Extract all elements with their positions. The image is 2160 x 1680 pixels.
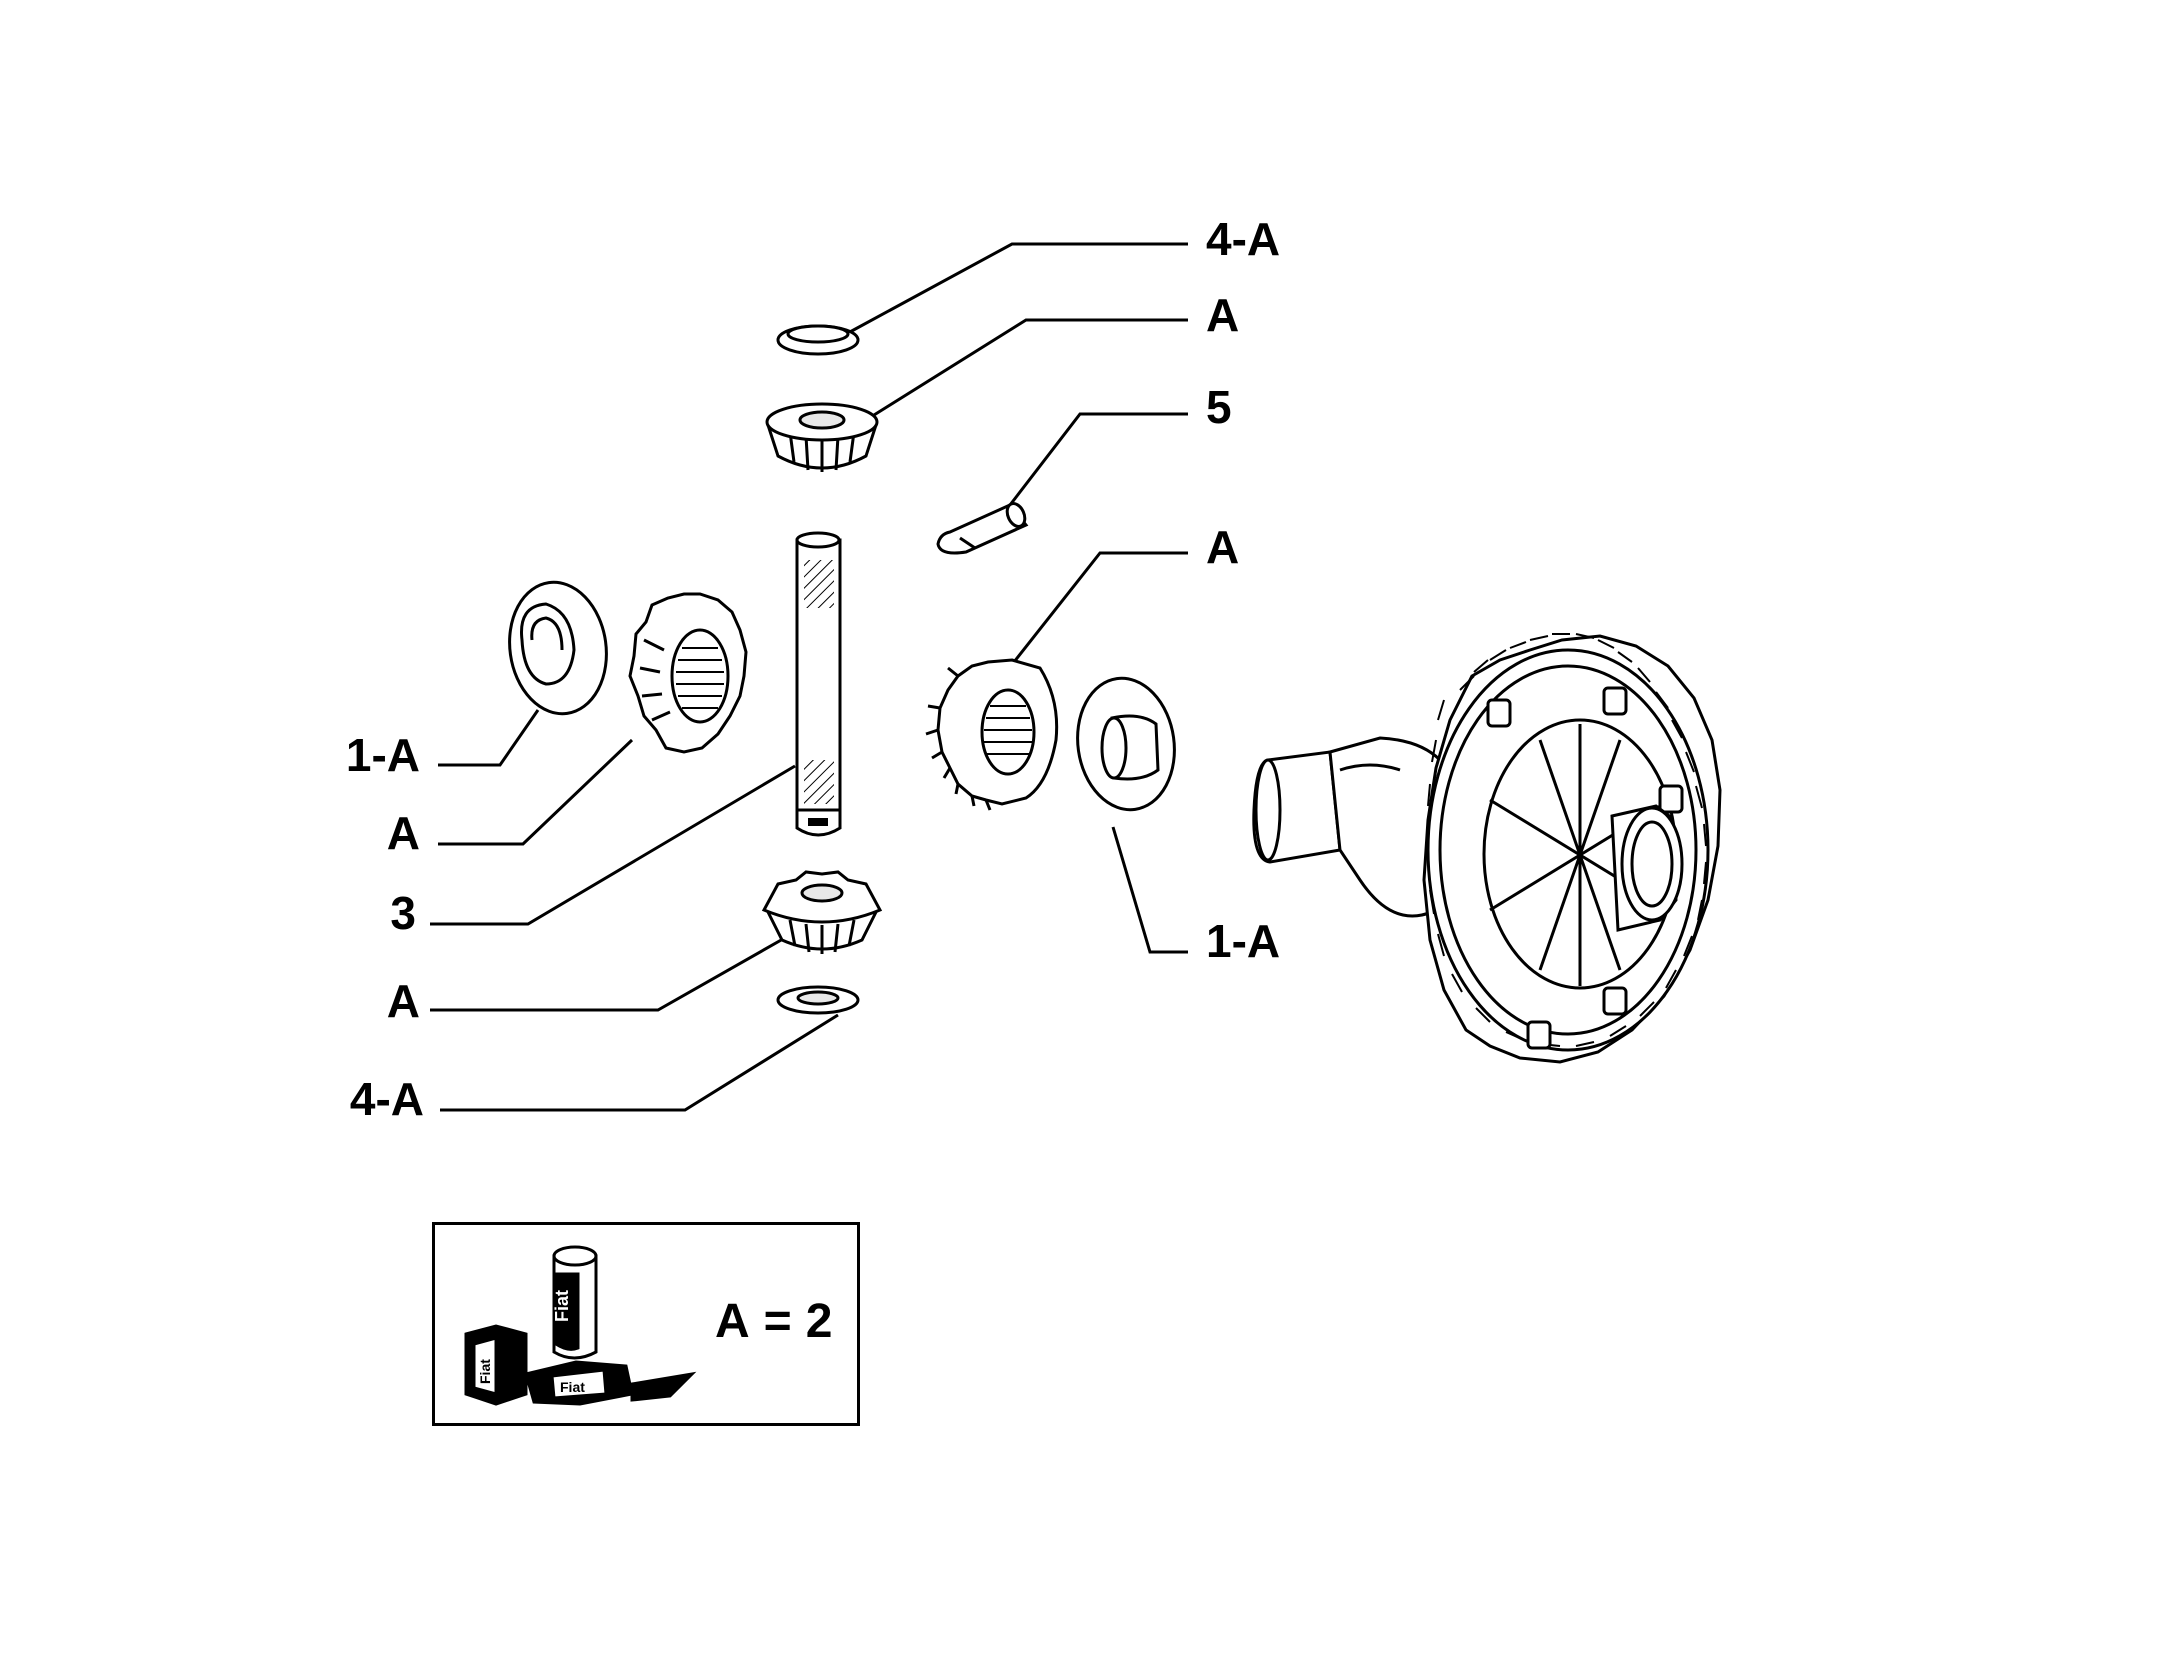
kit-quantity-label: A=2	[715, 1298, 832, 1346]
callout-shaft: 3	[390, 887, 416, 939]
leader-lines	[430, 242, 1188, 1112]
callout-planet-gear-bottom: A	[386, 975, 420, 1027]
callout-side-gear-right: A	[1206, 521, 1240, 573]
leader-planet-gear-top	[857, 318, 1188, 427]
callout-side-gear-left: A	[386, 807, 420, 859]
leader-side-washer-left	[438, 709, 540, 767]
leader-side-washer-right	[1111, 826, 1188, 954]
logo-word-left-box: Fiat	[477, 1359, 493, 1384]
differential-shaft	[795, 531, 842, 837]
housing-bolts	[1486, 686, 1684, 1050]
side-gear-left	[628, 592, 748, 754]
callout-washer-bottom: 4-A	[349, 1073, 424, 1125]
planet-gear-bottom	[761, 870, 883, 954]
side-washer-right	[1076, 676, 1176, 812]
kit-equals: =	[763, 1295, 792, 1348]
leader-side-gear-right	[1008, 551, 1188, 668]
leader-washer-bottom	[440, 1013, 839, 1112]
kit-quantity: 2	[805, 1295, 833, 1348]
callout-side-washer-right: 1-A	[1206, 915, 1281, 967]
fiat-parts-logo: Fiat Fiat Fiat	[464, 1245, 697, 1406]
logo-word-cylinder: Fiat	[552, 1290, 572, 1322]
planet-gear-top	[765, 402, 879, 472]
side-washer-left	[508, 580, 608, 716]
callout-side-washer-left: 1-A	[345, 729, 420, 781]
side-gear-right	[925, 658, 1059, 811]
leader-washer-top	[847, 242, 1188, 335]
pin-part	[936, 502, 1029, 555]
callout-planet-gear-top: A	[1206, 289, 1240, 341]
thrust-washer-bottom	[776, 985, 860, 1015]
logo-word-front-box: Fiat	[560, 1379, 585, 1395]
leader-pin	[1008, 412, 1188, 506]
kit-letter: A	[715, 1295, 750, 1348]
ring-gear-teeth	[1427, 633, 1707, 1047]
callout-washer-top: 4-A	[1206, 213, 1281, 265]
leader-planet-gear-bottom	[430, 933, 791, 1012]
leader-side-gear-left	[438, 738, 634, 846]
callout-pin: 5	[1206, 381, 1232, 433]
differential-housing	[1252, 633, 1722, 1064]
leader-shaft	[430, 764, 796, 926]
thrust-washer-top	[776, 324, 860, 356]
